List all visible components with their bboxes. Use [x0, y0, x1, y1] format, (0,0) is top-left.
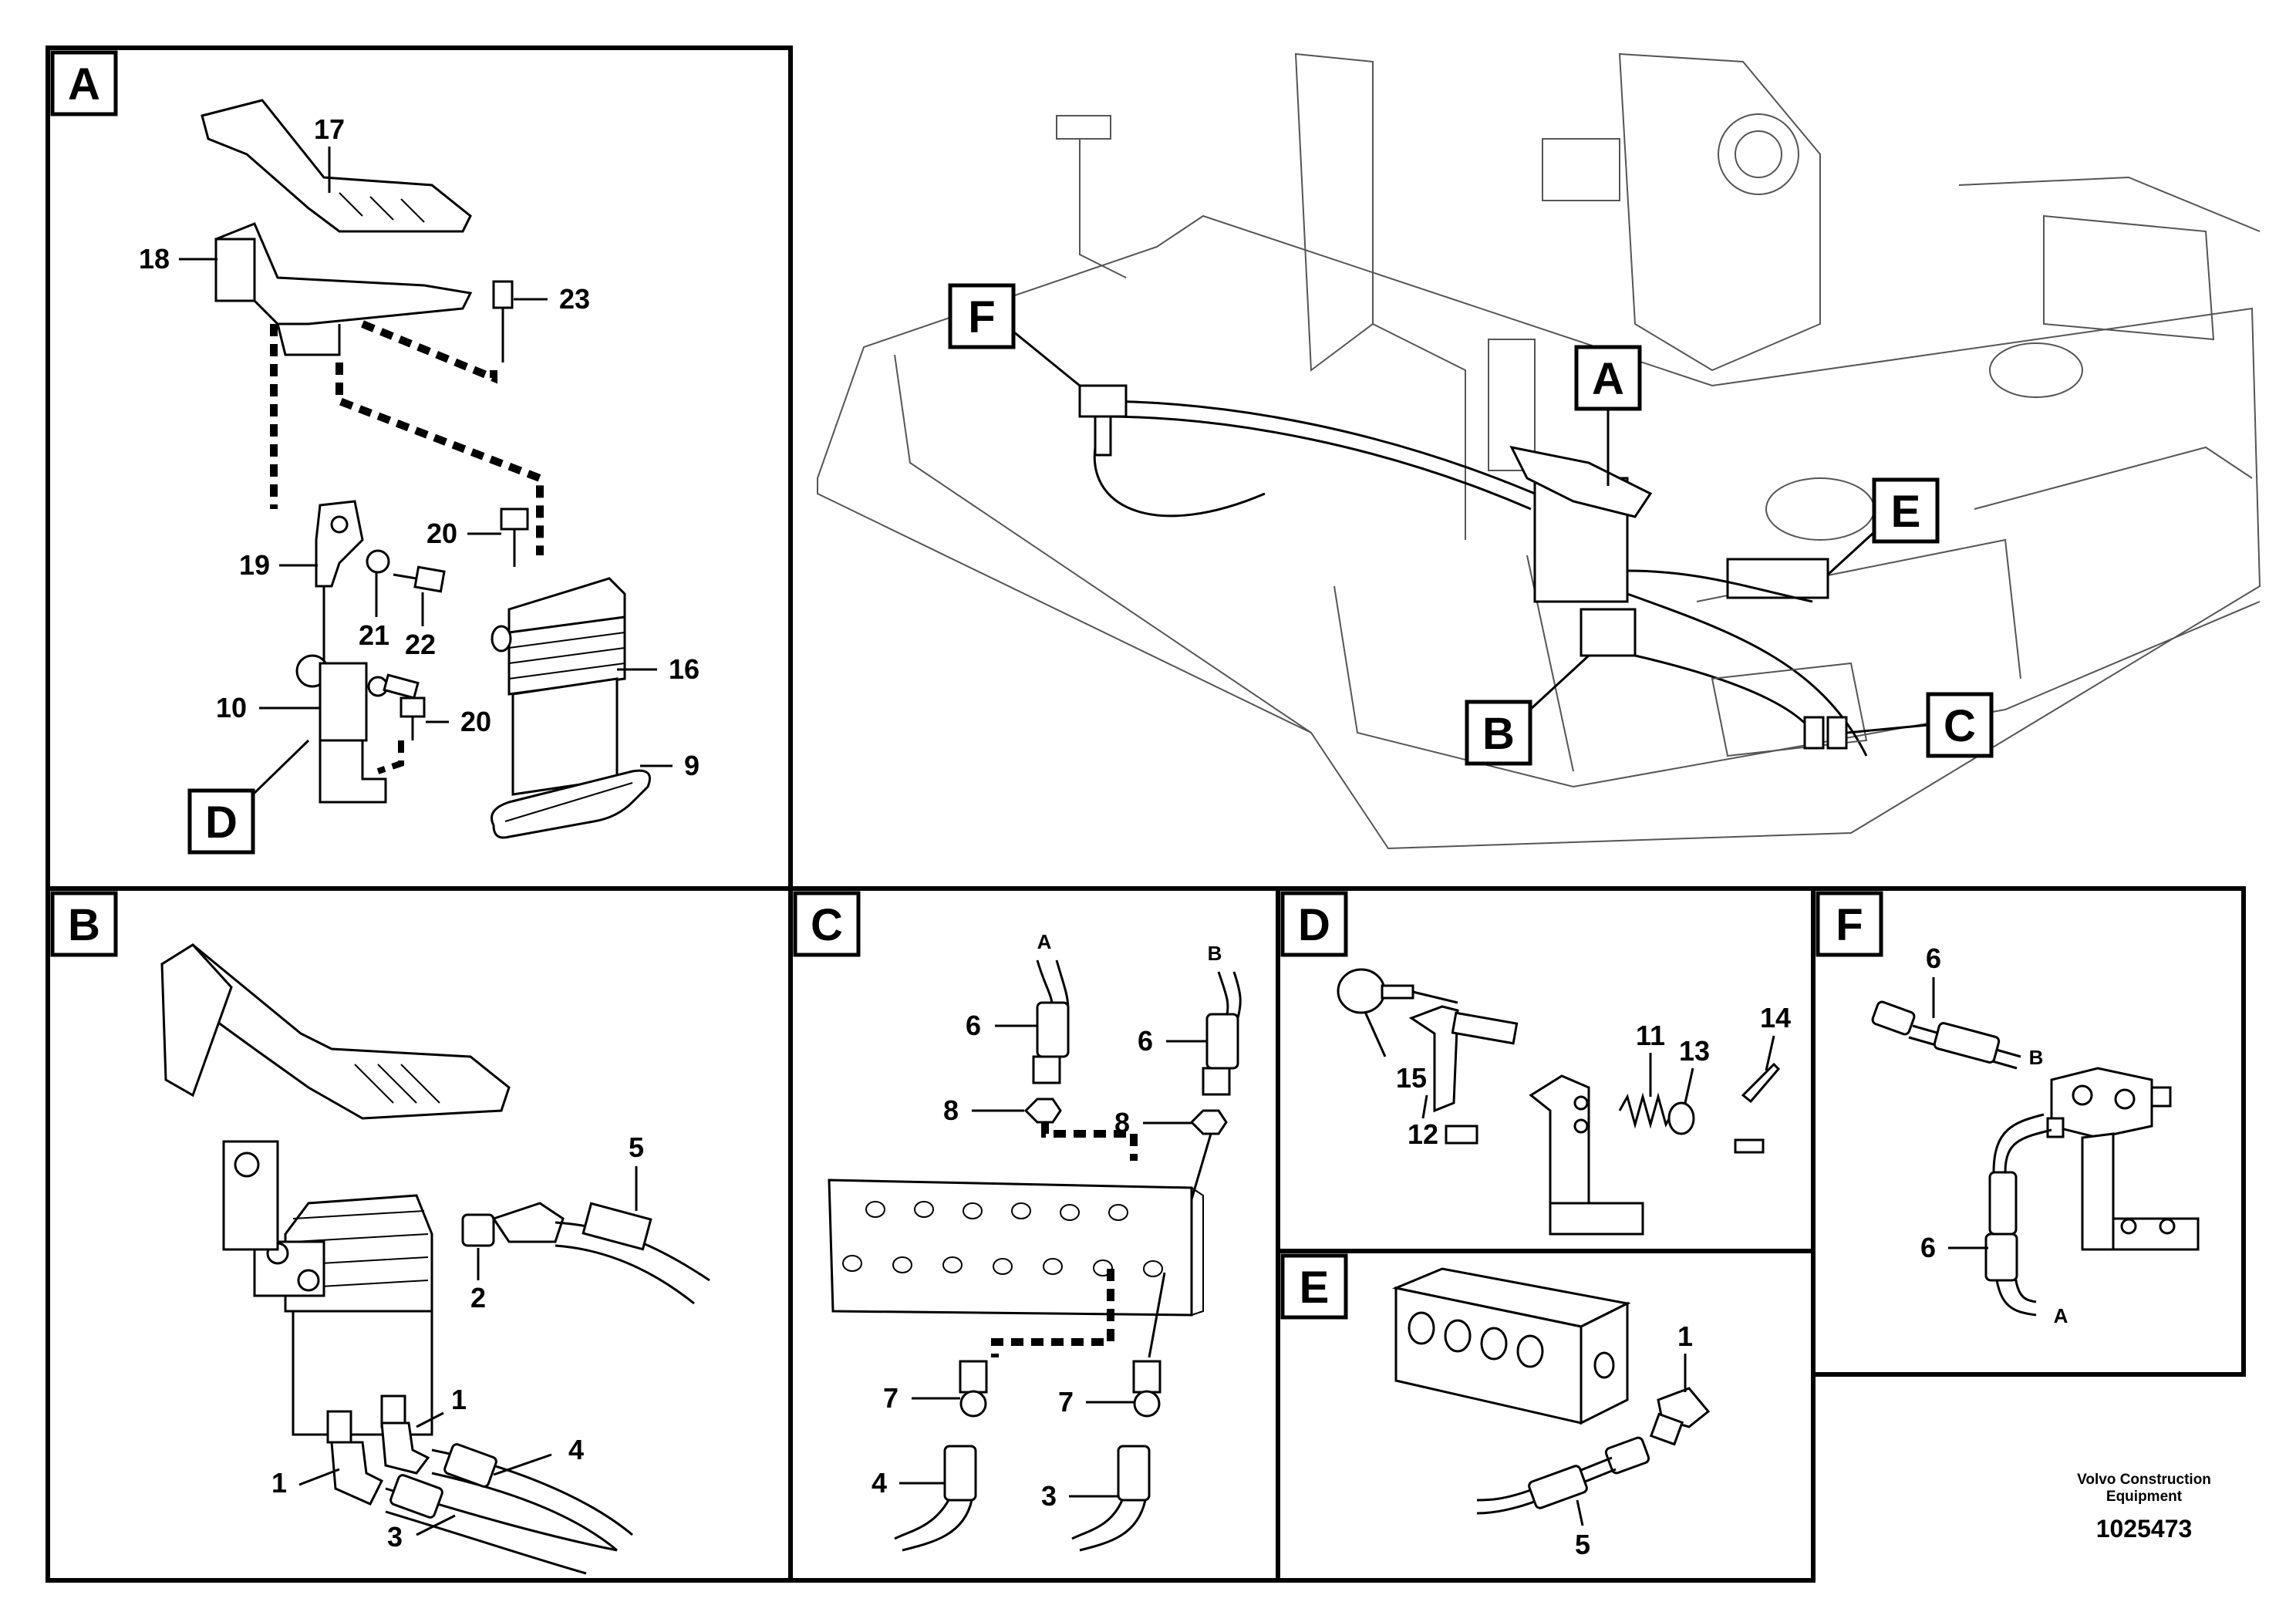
panel-a: A [50, 50, 700, 855]
overview-callout-e: E [1826, 477, 1940, 576]
panel-a-label-20-lower: 20 [460, 706, 491, 737]
company-name-line-1: Volvo Construction [2077, 1472, 2211, 1488]
svg-text:A: A [1592, 354, 1624, 404]
panel-c-label-7-left: 7 [883, 1382, 899, 1414]
panel-a-label-10: 10 [216, 692, 247, 723]
panel-c: C A B [793, 891, 1242, 1552]
overview-callout-b: B [1465, 654, 1590, 766]
panel-b: B 5 2 1 4 [50, 891, 710, 1575]
publisher-credit: Volvo Construction Equipment 1025473 [2044, 1472, 2244, 1543]
company-name-line-2: Equipment [2106, 1489, 2183, 1505]
panel-a-label-9: 9 [684, 750, 700, 781]
panel-f: F B A 6 6 [1816, 891, 2200, 1327]
panel-b-label-4: 4 [568, 1434, 584, 1465]
panel-f-title: F [1836, 900, 1863, 950]
panel-d-title: D [1298, 900, 1330, 950]
panel-a-label-19: 19 [239, 549, 270, 581]
panel-f-hose-end-b: B [2029, 1046, 2044, 1069]
panel-e: E 1 5 [1280, 1253, 1711, 1560]
panel-b-label-1-upper: 1 [451, 1384, 467, 1415]
panel-c-label-4: 4 [872, 1467, 887, 1499]
panel-e-title: E [1300, 1263, 1330, 1313]
machine-overview [817, 52, 2261, 850]
panel-c-hose-end-b: B [1208, 942, 1222, 965]
panel-d-label-15: 15 [1396, 1062, 1427, 1094]
panel-a-label-17: 17 [314, 113, 345, 145]
panel-a-detail-tag: D [205, 798, 238, 848]
panel-c-hose-end-a: A [1037, 930, 1052, 953]
panel-a-label-23: 23 [559, 283, 590, 315]
panel-c-title: C [811, 900, 843, 950]
panel-a-label-16: 16 [669, 653, 700, 685]
panel-d-label-14: 14 [1760, 1002, 1791, 1034]
panel-c-label-7-right: 7 [1058, 1386, 1074, 1418]
panel-b-label-1-lower: 1 [271, 1467, 287, 1499]
panel-c-label-6-right: 6 [1138, 1025, 1153, 1057]
panel-c-label-6-left: 6 [966, 1010, 981, 1041]
svg-text:F: F [968, 292, 995, 342]
panel-e-label-1: 1 [1677, 1320, 1693, 1352]
panel-a-label-22: 22 [405, 629, 436, 660]
panel-d-label-11: 11 [1636, 1020, 1665, 1051]
panel-b-label-2: 2 [470, 1282, 486, 1313]
panel-f-label-6-upper: 6 [1926, 943, 1941, 974]
panel-b-label-3: 3 [387, 1521, 403, 1553]
panel-c-label-8-left: 8 [943, 1094, 959, 1126]
panel-c-label-3: 3 [1041, 1480, 1057, 1512]
panel-d-label-12: 12 [1408, 1118, 1438, 1150]
panel-c-label-8-right: 8 [1114, 1107, 1130, 1138]
document-number: 1025473 [2095, 1515, 2193, 1543]
svg-text:C: C [1944, 701, 1976, 751]
overview-callout-f: F [948, 283, 1081, 387]
svg-text:B: B [1482, 709, 1515, 759]
panel-b-label-5: 5 [629, 1131, 644, 1163]
panel-a-label-18: 18 [139, 243, 170, 275]
panel-f-label-6-lower: 6 [1920, 1232, 1936, 1263]
overview-callout-a: A [1574, 345, 1642, 486]
panel-d: D 15 12 11 13 14 [1280, 891, 1791, 1236]
svg-text:E: E [1891, 487, 1921, 537]
panel-e-label-5: 5 [1575, 1529, 1590, 1560]
svg-text:A: A [68, 59, 100, 110]
panel-b-title: B [68, 900, 100, 950]
overview-callout-c: C [1846, 692, 1994, 758]
panel-d-label-13: 13 [1679, 1035, 1710, 1067]
panel-frames [46, 46, 2246, 1583]
panel-a-label-20-upper: 20 [426, 518, 457, 549]
panel-a-label-21: 21 [359, 619, 389, 651]
panel-f-hose-end-a: A [2054, 1304, 2068, 1327]
